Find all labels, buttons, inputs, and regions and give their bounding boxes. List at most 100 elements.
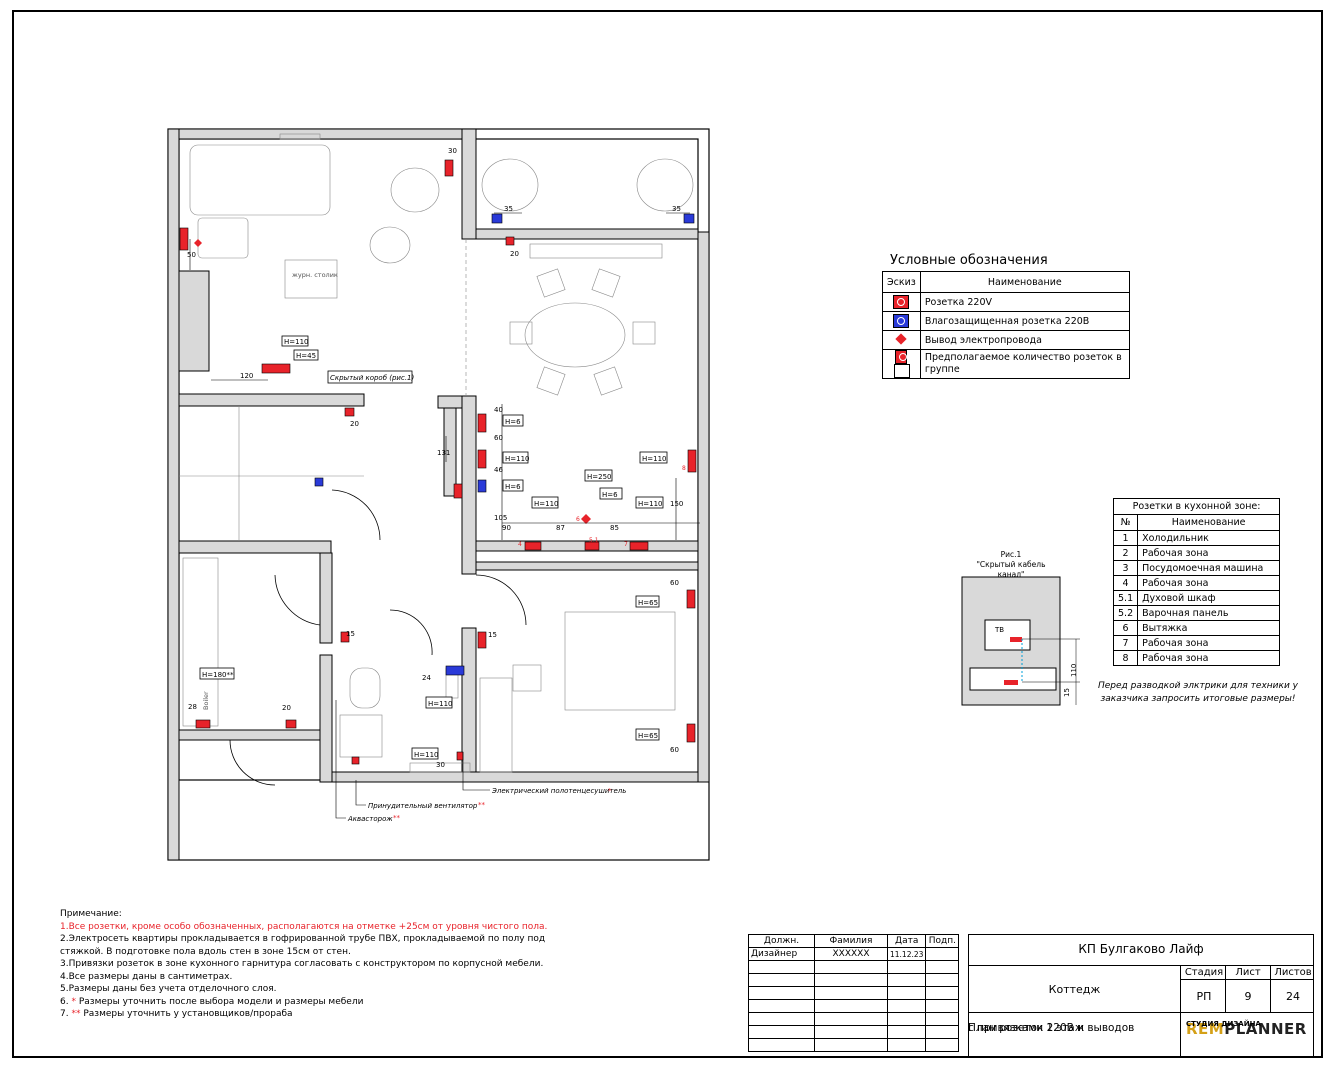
stamp-sign	[925, 947, 960, 961]
kitchen-num: 5.2	[1112, 605, 1139, 621]
sheets-label: Листов	[1274, 967, 1312, 978]
dim-label: 35	[504, 205, 513, 213]
socket-icon	[882, 292, 921, 312]
height-label: H=6	[602, 491, 618, 499]
kitchen-name: Посудомоечная машина	[1137, 560, 1281, 576]
socket-number: 8	[682, 465, 686, 472]
stage-label: Стадия	[1184, 967, 1224, 978]
height-label: H=110	[638, 500, 663, 508]
height-label: H=250	[587, 473, 612, 481]
project-name: КП Булгаково Лайф	[1078, 942, 1204, 956]
figure-title: Рис.1	[1000, 550, 1022, 559]
dim-label: 40	[494, 406, 503, 414]
sheet-label: Лист	[1235, 967, 1261, 978]
dim-label: 20	[510, 250, 519, 258]
stamp-table: Должн. Фамилия Дата Подп. Дизайнер XXXXX…	[748, 934, 960, 1052]
legend-row: Вывод электропровода	[919, 330, 1130, 350]
dim-label: 150	[670, 500, 683, 508]
aquastop-star: **	[393, 814, 401, 822]
height-label: H=6	[505, 483, 521, 491]
socket-number: 5.1	[589, 537, 599, 544]
kitchen-name: Холодильник	[1137, 530, 1281, 546]
note-7: 7. ** Размеры уточнить у установщиков/пр…	[60, 1009, 293, 1019]
dim-label: 120	[240, 372, 253, 380]
dim-label: 60	[670, 579, 679, 587]
socket-group-icon	[882, 349, 921, 379]
legend-col-sketch: Эскиз	[882, 271, 921, 293]
dim-label: 87	[556, 524, 565, 532]
socket-number: 1	[480, 416, 484, 423]
notes: Примечание: 1.Все розетки, кроме особо о…	[60, 908, 560, 1021]
kitchen-note: Перед разводкой элктрики для техники у з…	[1098, 681, 1298, 704]
dim-label: 28	[188, 703, 197, 711]
legend-col-name: Наименование	[919, 271, 1130, 293]
dim-label: 15	[346, 630, 355, 638]
kitchen-col-name: Наименование	[1137, 514, 1281, 531]
dim-label: 90	[502, 524, 511, 532]
towel-star: *	[608, 787, 612, 795]
stamp-head-sign: Подп.	[925, 934, 960, 948]
wire-output-icon	[882, 330, 921, 350]
height-label: H=110	[534, 500, 559, 508]
boiler-label: Boiler	[202, 691, 210, 710]
height-label: H=110	[284, 338, 309, 346]
legend-table: Эскиз Наименование Розетка 220V Влагозащ…	[882, 271, 1130, 379]
kitchen-name: Духовой шкаф	[1137, 590, 1281, 606]
height-label: H=110	[414, 751, 439, 759]
height-label: H=180**	[202, 671, 234, 679]
note-3: 3.Привязки розеток в зоне кухонного гарн…	[60, 959, 544, 969]
stamp-date: 11.12.23	[886, 947, 927, 961]
kitchen-title: Розетки в кухонной зоне:	[1112, 498, 1281, 515]
legend-row: Влагозащищенная розетка 220В	[919, 311, 1130, 331]
kitchen-name: Рабочая зона	[1137, 650, 1281, 666]
height-label: H=110	[642, 455, 667, 463]
note-1: 1.Все розетки, кроме особо обозначенных,…	[60, 921, 548, 932]
socket-number: 4	[518, 541, 522, 548]
kitchen-num: 3	[1112, 560, 1139, 576]
kitchen-name: Рабочая зона	[1137, 575, 1281, 591]
stamp-name: XXXXXX	[814, 947, 888, 961]
legend: Условные обозначения Эскиз Наименование …	[882, 253, 1130, 379]
dim-label: 46	[494, 466, 503, 474]
wet-socket-icon	[882, 311, 921, 331]
kitchen-num: 2	[1112, 545, 1139, 561]
note-2: 2.Электросеть квартиры прокладывается в …	[60, 934, 546, 957]
dim-label: 131	[437, 449, 450, 457]
note-6: 6. * Размеры уточнить после выбора модел…	[60, 996, 364, 1007]
kitchen-num: 4	[1112, 575, 1139, 591]
height-label: H=65	[638, 732, 658, 740]
kitchen-name: Варочная панель	[1137, 605, 1281, 621]
dim-label: 30	[436, 761, 445, 769]
ventilator-label: Принудительный вентилятор	[368, 802, 478, 810]
kitchen-name: Рабочая зона	[1137, 635, 1281, 651]
height-label: H=110	[428, 700, 453, 708]
kitchen-num: 5.1	[1112, 590, 1139, 606]
object-name: Коттедж	[1048, 983, 1101, 996]
dim-label: 30	[448, 147, 457, 155]
note-5: 5.Размеры даны без учета отделочного сло…	[60, 984, 277, 994]
figure-caption: Рис.1 "Скрытый кабель канал"	[962, 550, 1060, 580]
ventilator-star: **	[478, 801, 486, 809]
legend-row: Розетка 220V	[919, 292, 1130, 312]
drawing-frame	[12, 10, 1323, 1058]
dim-label: 20	[282, 704, 291, 712]
dim-label: 105	[494, 514, 507, 522]
kitchen-num: 8	[1112, 650, 1139, 666]
height-label: H=65	[638, 599, 658, 607]
legend-row: Предполагаемое количество розеток в груп…	[919, 349, 1130, 379]
aquastop-label: Аквасторож	[347, 815, 393, 823]
figure-subtitle: "Скрытый кабель канал"	[976, 560, 1046, 579]
stamp-role: Дизайнер	[748, 947, 815, 961]
sheets-value: 24	[1286, 990, 1300, 1003]
hidden-duct-label: Скрытый короб (рис.1)	[330, 374, 414, 382]
height-label: H=6	[505, 418, 521, 426]
notes-title: Примечание:	[60, 909, 122, 919]
sheet-value: 9	[1244, 990, 1252, 1003]
legend-title: Условные обозначения	[890, 253, 1048, 268]
dim-label: 60	[494, 434, 503, 442]
towel-dryer-label: Электрический полотенцесушитель	[491, 787, 626, 795]
dim-label: 15	[488, 631, 497, 639]
kitchen-num: 7	[1112, 635, 1139, 651]
kitchen-num: 6	[1112, 620, 1139, 636]
